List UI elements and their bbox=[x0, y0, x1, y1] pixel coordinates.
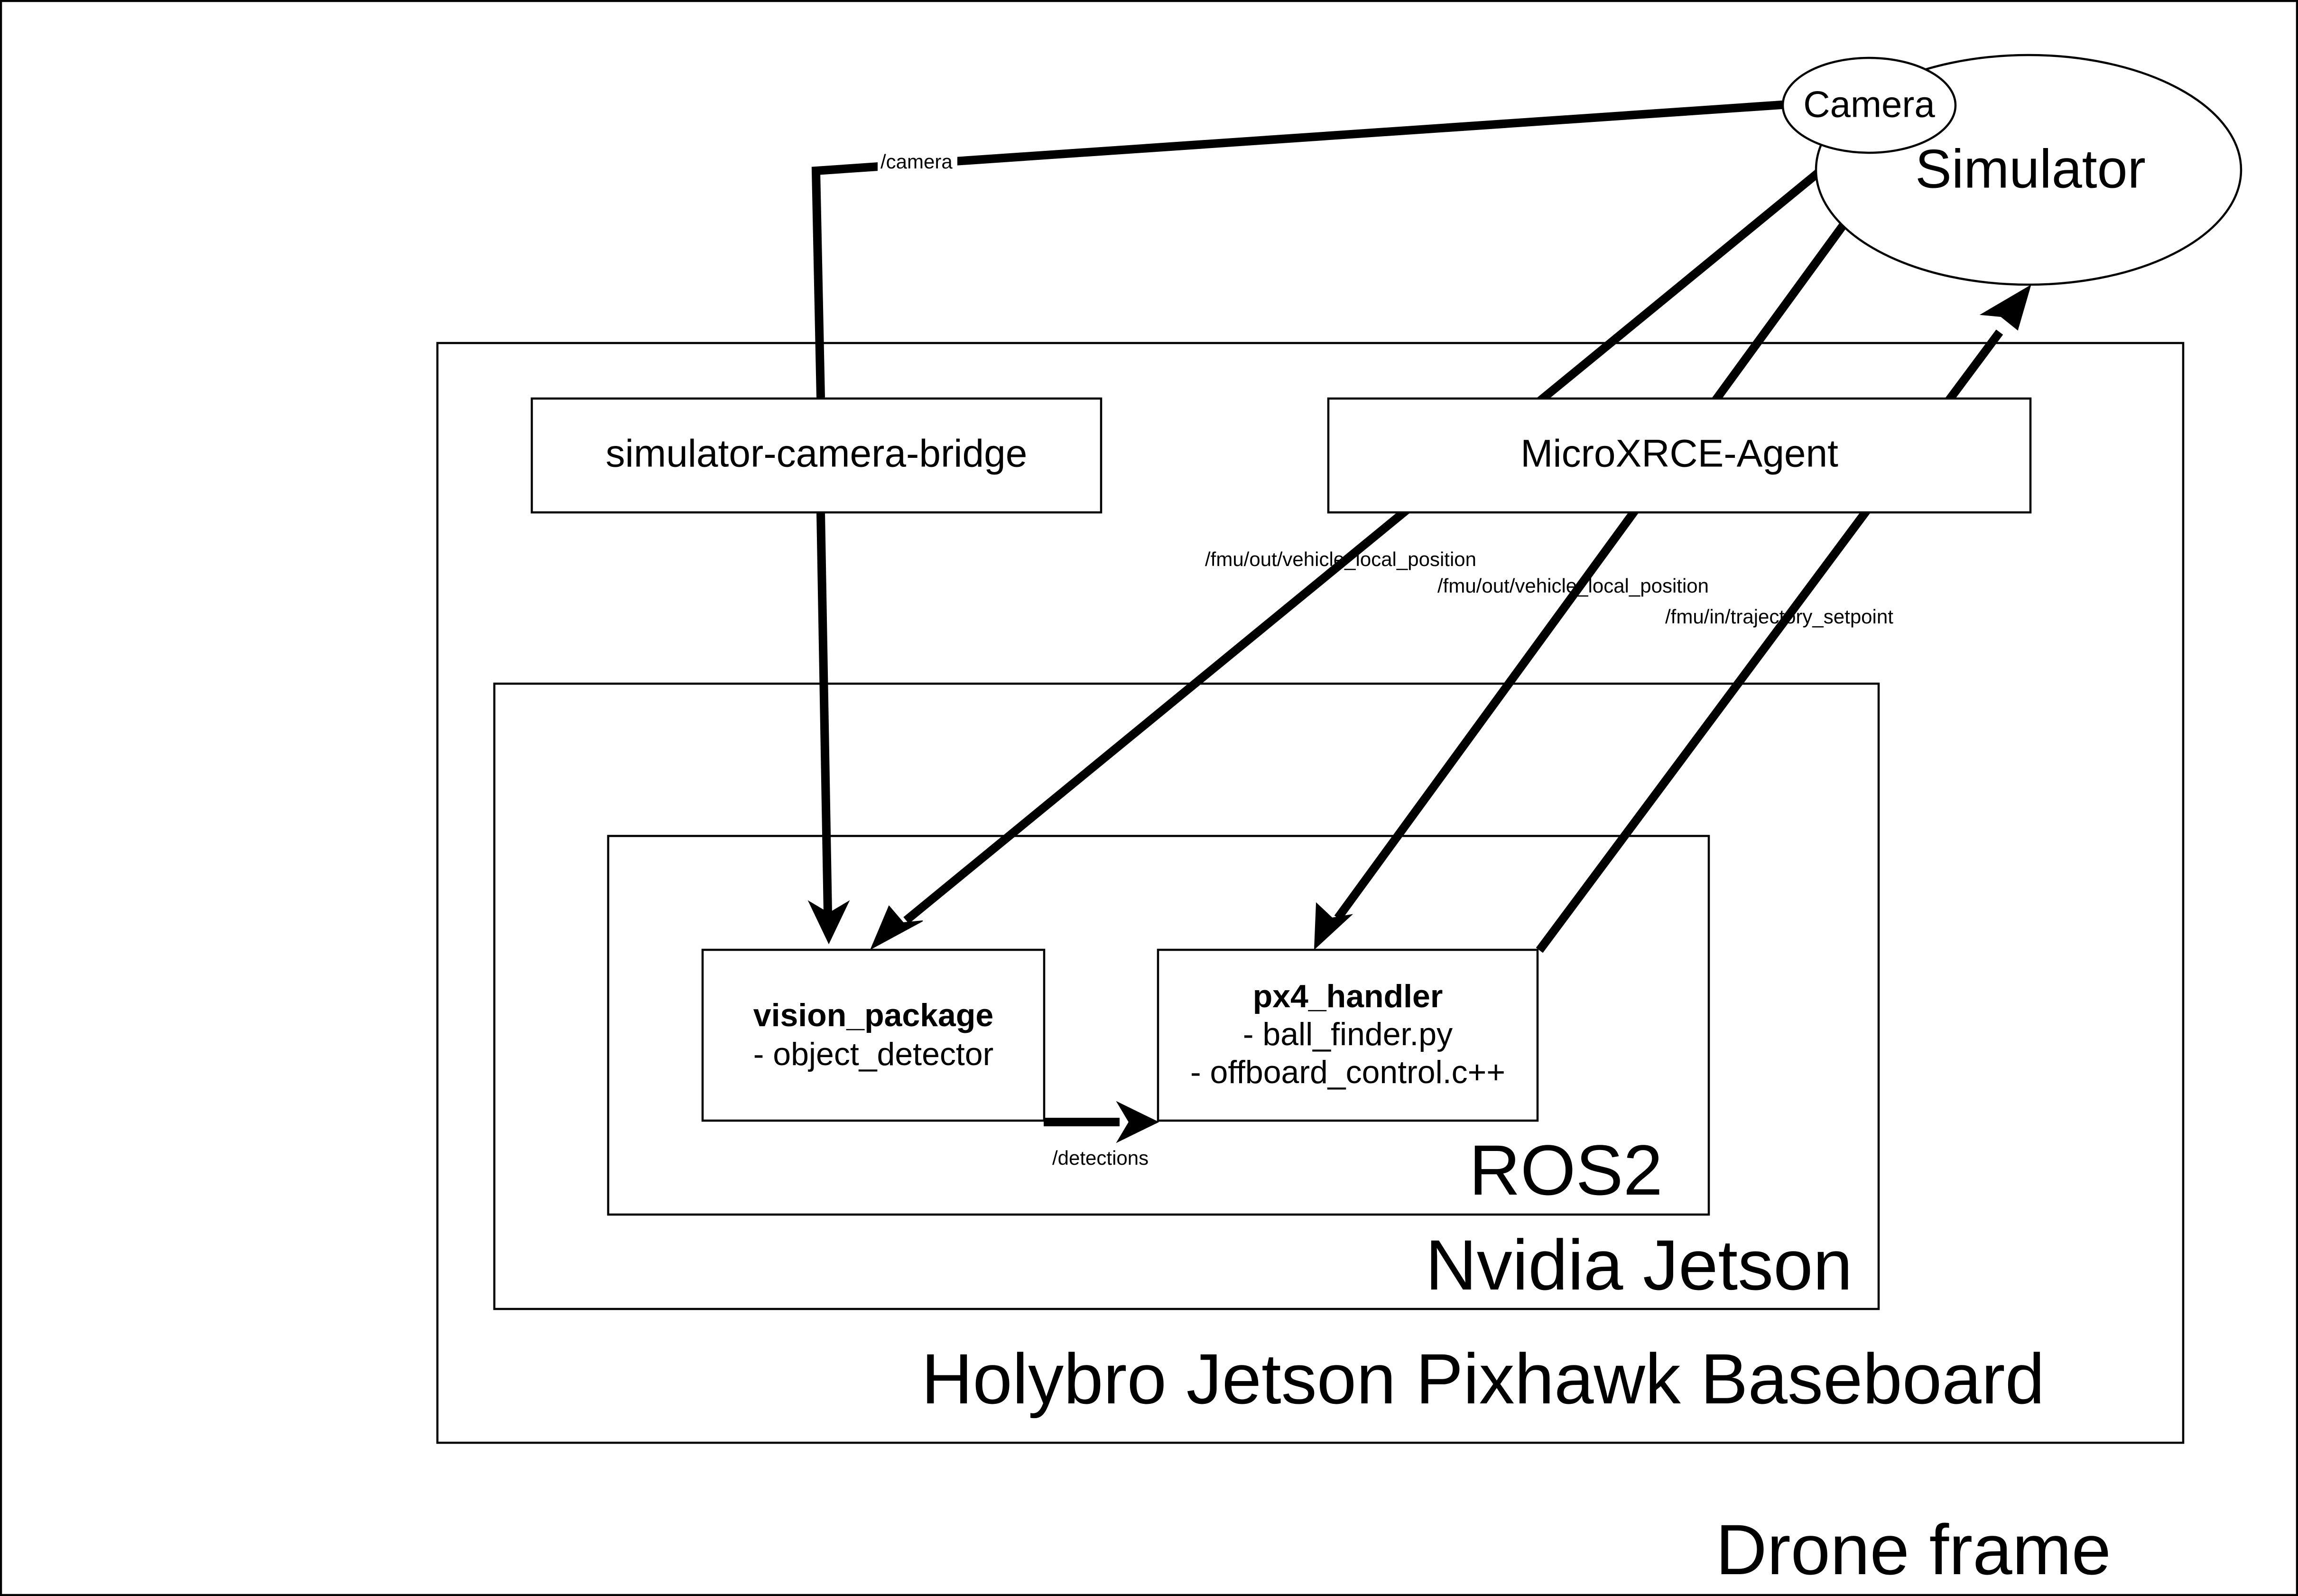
vision-package-item: - object_detector bbox=[753, 1036, 994, 1072]
bridge-to-vision-line bbox=[816, 512, 832, 914]
trajectory-setpoint-label: /fmu/in/trajectory_setpoint bbox=[1665, 605, 1893, 628]
ros2-title: ROS2 bbox=[1469, 1130, 1663, 1210]
vision-package-node bbox=[701, 948, 1046, 1122]
arrowhead-vision-from-agent bbox=[870, 905, 923, 950]
camera-label: Camera bbox=[1803, 84, 1935, 125]
arrowhead-vision-from-bridge bbox=[807, 900, 850, 945]
simulator-label: Simulator bbox=[1915, 139, 2146, 199]
jetson-title: Nvidia Jetson bbox=[1426, 1225, 1853, 1305]
detections-label: /detections bbox=[1052, 1147, 1149, 1169]
vehicle-position-label-2: /fmu/out/vehicle_local_position bbox=[1437, 575, 1709, 597]
px4-handler-node bbox=[1157, 948, 1539, 1122]
micro-agent-node bbox=[1327, 397, 2032, 514]
agent-vehicle-position-line-2 bbox=[1334, 223, 1847, 921]
baseboard-title: Holybro Jetson Pixhawk Baseboard bbox=[921, 1339, 2045, 1419]
jetson-container bbox=[493, 682, 1880, 1310]
agent-vehicle-position-line-1 bbox=[903, 167, 1825, 924]
vehicle-position-label-1: /fmu/out/vehicle_local_position bbox=[1205, 548, 1476, 570]
px4-handler-item-offboard-control: - offboard_control.c++ bbox=[1190, 1054, 1505, 1090]
camera-topic-label-bg bbox=[878, 151, 957, 176]
camera-bridge-node bbox=[530, 397, 1103, 514]
camera-to-bridge-line bbox=[811, 100, 1789, 398]
camera-topic-label: /camera bbox=[880, 150, 953, 173]
micro-agent-label: MicroXRCE-Agent bbox=[1520, 432, 1838, 475]
ros2-container bbox=[607, 835, 1710, 1216]
px4-handler-title: px4_handler bbox=[1253, 978, 1443, 1014]
px4-handler-item-ball-finder: - ball_finder.py bbox=[1243, 1016, 1453, 1052]
drone-frame-title: Drone frame bbox=[1715, 1510, 2111, 1589]
camera-node bbox=[1781, 56, 1957, 154]
arrowhead-simulator-from-trajectory bbox=[1979, 284, 2031, 331]
camera-bridge-label: simulator-camera-bridge bbox=[606, 432, 1028, 475]
arrowhead-px4-from-agent bbox=[1314, 902, 1353, 950]
baseboard-container bbox=[436, 342, 2185, 1444]
arrowhead-detections bbox=[1116, 1101, 1159, 1143]
vision-package-title: vision_package bbox=[753, 997, 993, 1033]
